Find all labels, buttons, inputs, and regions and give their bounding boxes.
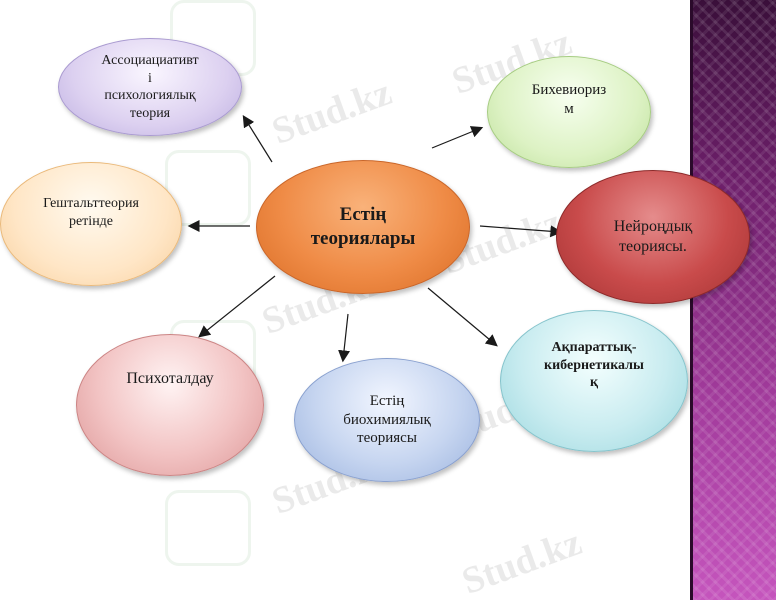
node-text-line: Психоталдау [126,370,214,387]
arrow-to-behaviorism [431,126,484,149]
arrow-to-psychoanalysis [198,275,276,338]
node-text-line: қ [589,375,599,390]
node-text-line: биохимиялық [343,411,431,428]
arrow-to-neural [479,225,563,238]
node-text-line: теория [129,105,171,121]
node-text-line: кибернетикалы [544,357,644,373]
arrow-to-biochemical [338,313,351,363]
node-text-line: Бихевиориз [531,82,607,98]
node-text-line: і [148,70,152,86]
node-text-line: психологиялық [104,88,196,103]
node-text-line: Нейроңдық [613,218,693,235]
arrow-to-associative [242,114,273,163]
node-biochemical-theory: Естің биохимиялық теориясы [294,358,480,482]
node-text-line: теориясы. [619,238,687,255]
node-text-line: теориясы [357,430,417,447]
node-text-line: ретінде [68,213,114,229]
node-text-line: Ақпараттық- [551,340,637,355]
center-node-memory-theories: Естің теориялары [256,160,470,294]
node-text-line: теориялары [310,228,416,249]
node-psychoanalysis: Психоталдау [76,334,264,476]
decorative-side-band [690,0,776,600]
node-gestalt-theory: Гештальттеория ретінде [0,162,182,286]
node-text-line: м [564,100,574,117]
node-associative-theory: Ассоциациативт і психологиялық теория [58,38,242,136]
node-text-line: Ассоциациативт [101,53,199,68]
node-behaviorism: Бихевиориз м [487,56,651,168]
node-information-cybernetic: Ақпараттық- кибернетикалы қ [500,310,688,452]
node-text-line: Гештальттеория [43,196,139,211]
arrow-to-information [427,287,498,347]
node-neural-theory: Нейроңдық теориясы. [556,170,750,304]
node-text-line: Естің [339,204,387,226]
node-text-line: Естің [369,392,405,409]
